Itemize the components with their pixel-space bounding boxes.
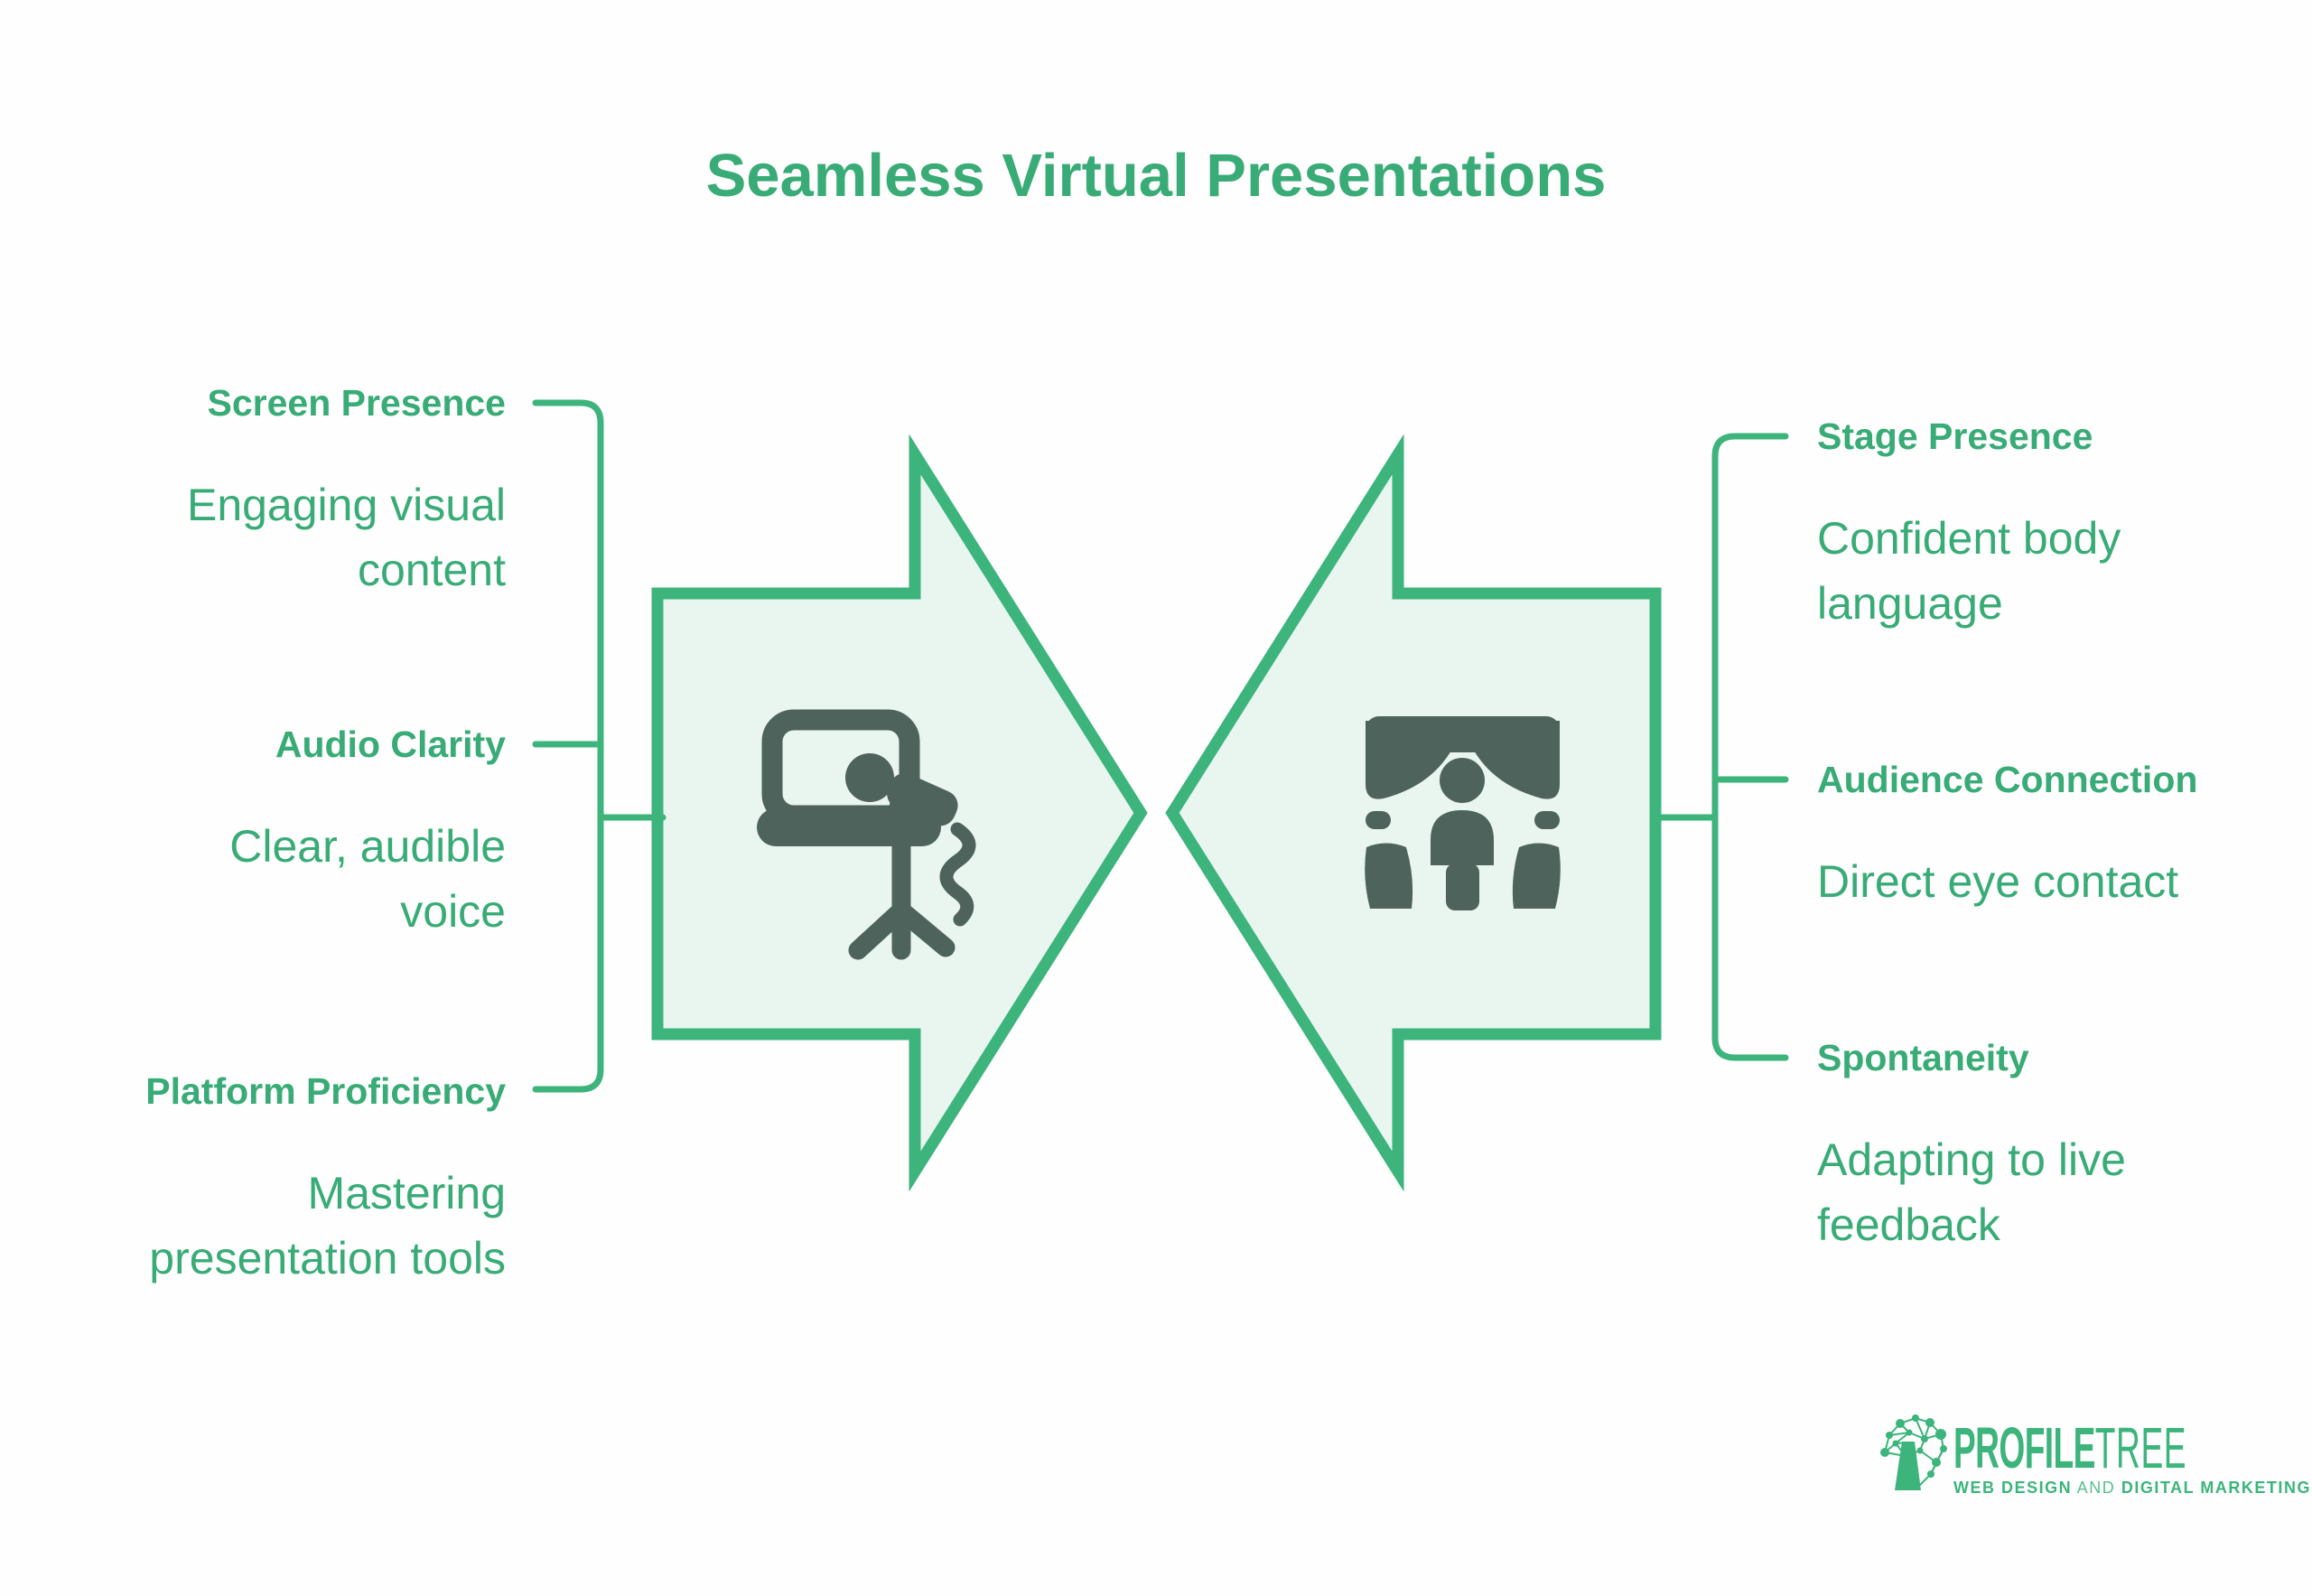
feature-desc: Confident body language <box>1817 513 2121 629</box>
left-bracket-connector <box>532 399 667 1093</box>
stage-curtains-speaker-icon <box>1365 716 1561 910</box>
profiletree-logo: PROFILETREE WEB DESIGN AND DIGITAL MARKE… <box>1953 1419 2312 1497</box>
logo-tree-icon <box>1880 1414 1947 1490</box>
logo-tagline-and: AND <box>2076 1478 2116 1497</box>
feature-group-platform-proficiency: Platform Proficiency Mastering presentat… <box>0 1070 506 1291</box>
feature-label: Stage Presence <box>1817 415 2093 457</box>
feature-group-spontaneity: Spontaneity Adapting to live feedback <box>1817 1037 2312 1257</box>
feature-group-audio-clarity: Audio Clarity Clear, audible voice <box>0 723 506 944</box>
logo-brand-light: TREE <box>2094 1415 2187 1480</box>
logo-tagline-digital-marketing: DIGITAL MARKETING <box>2121 1478 2312 1497</box>
feature-label: Audience Connection <box>1817 759 2198 800</box>
feature-label: Platform Proficiency <box>145 1070 506 1112</box>
right-bracket-connector <box>1652 433 1789 1061</box>
logo-brand-bold: PROFILE <box>1953 1415 2095 1480</box>
feature-desc: Direct eye contact <box>1817 856 2179 907</box>
feature-desc: Clear, audible voice <box>229 821 506 937</box>
feature-label: Screen Presence <box>207 382 506 424</box>
feature-group-screen-presence: Screen Presence Engaging visual content <box>0 382 506 602</box>
feature-label: Audio Clarity <box>275 723 506 765</box>
feature-desc: Engaging visual content <box>186 480 506 595</box>
logo-brand-name: PROFILETREE <box>1953 1419 2186 1477</box>
page-title: Seamless Virtual Presentations <box>705 142 1607 210</box>
logo-tagline-web-design: WEB DESIGN <box>1953 1478 2073 1497</box>
feature-group-stage-presence: Stage Presence Confident body language <box>1817 415 2312 636</box>
feature-desc: Mastering presentation tools <box>149 1168 506 1283</box>
feature-label: Spontaneity <box>1817 1037 2029 1078</box>
feature-desc: Adapting to live feedback <box>1817 1134 2126 1250</box>
right-arrow-shape <box>1165 434 1662 1192</box>
logo-tagline: WEB DESIGN AND DIGITAL MARKETING <box>1953 1479 2312 1497</box>
feature-group-audience-connection: Audience Connection Direct eye contact <box>1817 759 2312 914</box>
presenter-laptop-mic-icon <box>757 709 976 960</box>
